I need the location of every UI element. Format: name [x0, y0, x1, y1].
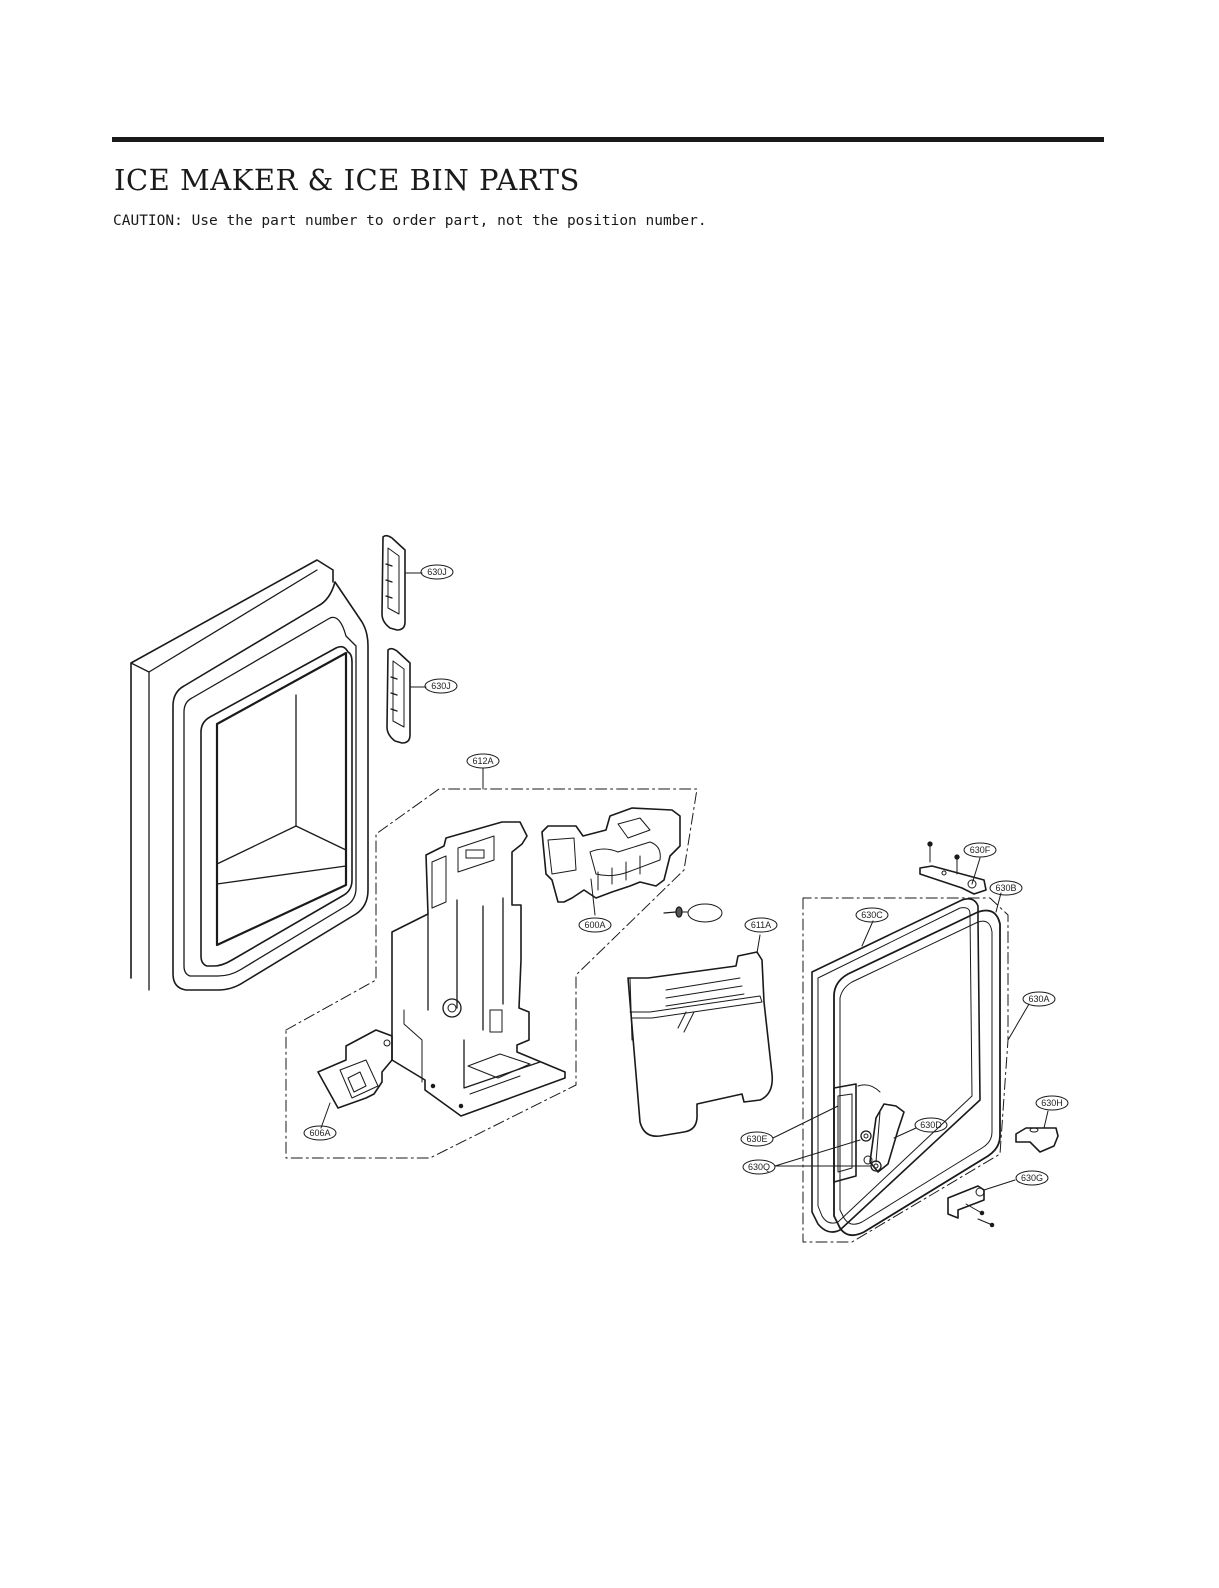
callout-630D: 630D [914, 1117, 948, 1133]
door-panel [833, 892, 1002, 1237]
callout-630C: 630C [855, 907, 889, 923]
ice-bin-cover [627, 934, 774, 1138]
hinge-cover-lower [386, 647, 427, 744]
callout-label: 606A [309, 1128, 330, 1138]
callout-label: 600A [584, 920, 605, 930]
callout-label: 630J [427, 567, 447, 577]
door-gasket [811, 898, 981, 1233]
callout-blank [687, 903, 723, 923]
callout-label: 630H [1041, 1098, 1063, 1108]
callout-630J-upper: 630J [420, 564, 454, 580]
callout-630Q: 630Q [742, 1159, 776, 1175]
hinge-cover-upper [381, 534, 423, 631]
callout-600A: 600A [578, 917, 612, 933]
callout-630E: 630E [740, 1131, 774, 1147]
assembly-630A-outline [802, 897, 1030, 1243]
callout-630A: 630A [1022, 991, 1056, 1007]
callout-630J-lower: 630J [424, 678, 458, 694]
callout-label: 630A [1028, 994, 1049, 1004]
callout-label: 630J [431, 681, 451, 691]
hinge-part [1015, 1110, 1059, 1153]
assembly-612A-outline [285, 767, 698, 1159]
ice-bin-lever [317, 1029, 393, 1129]
callout-label: 630C [861, 910, 883, 920]
hinge-bracket-upper [919, 841, 987, 895]
door-liner [130, 559, 369, 991]
callout-label: 611A [751, 920, 771, 930]
callout-label: 630Q [748, 1162, 770, 1172]
callout-label: 612A [472, 756, 493, 766]
page-title: ICE MAKER & ICE BIN PARTS [114, 163, 580, 197]
screw-part [663, 906, 689, 918]
latch-handle [869, 1103, 917, 1173]
ice-maker-assembly [541, 807, 681, 916]
handle-bracket [772, 1083, 857, 1183]
callout-630G: 630G [1015, 1170, 1049, 1186]
callout-630H: 630H [1035, 1095, 1069, 1111]
callout-label: 630E [746, 1134, 767, 1144]
callout-606A: 606A [303, 1125, 337, 1141]
callout-630B: 630B [989, 880, 1023, 896]
callout-630F: 630F [963, 842, 997, 858]
callout-label: 630D [920, 1120, 942, 1130]
callout-label: 630B [995, 883, 1016, 893]
ice-maker-housing [391, 821, 566, 1117]
fasteners [774, 1130, 882, 1172]
header-rule [112, 137, 1104, 142]
callout-611A: 611A [744, 917, 778, 933]
callout-label: 630G [1021, 1173, 1043, 1183]
callout-612A: 612A [466, 753, 500, 769]
caution-note: CAUTION: Use the part number to order pa… [113, 213, 707, 229]
hinge-bracket-lower [947, 1179, 1016, 1228]
callout-label: 630F [970, 845, 991, 855]
